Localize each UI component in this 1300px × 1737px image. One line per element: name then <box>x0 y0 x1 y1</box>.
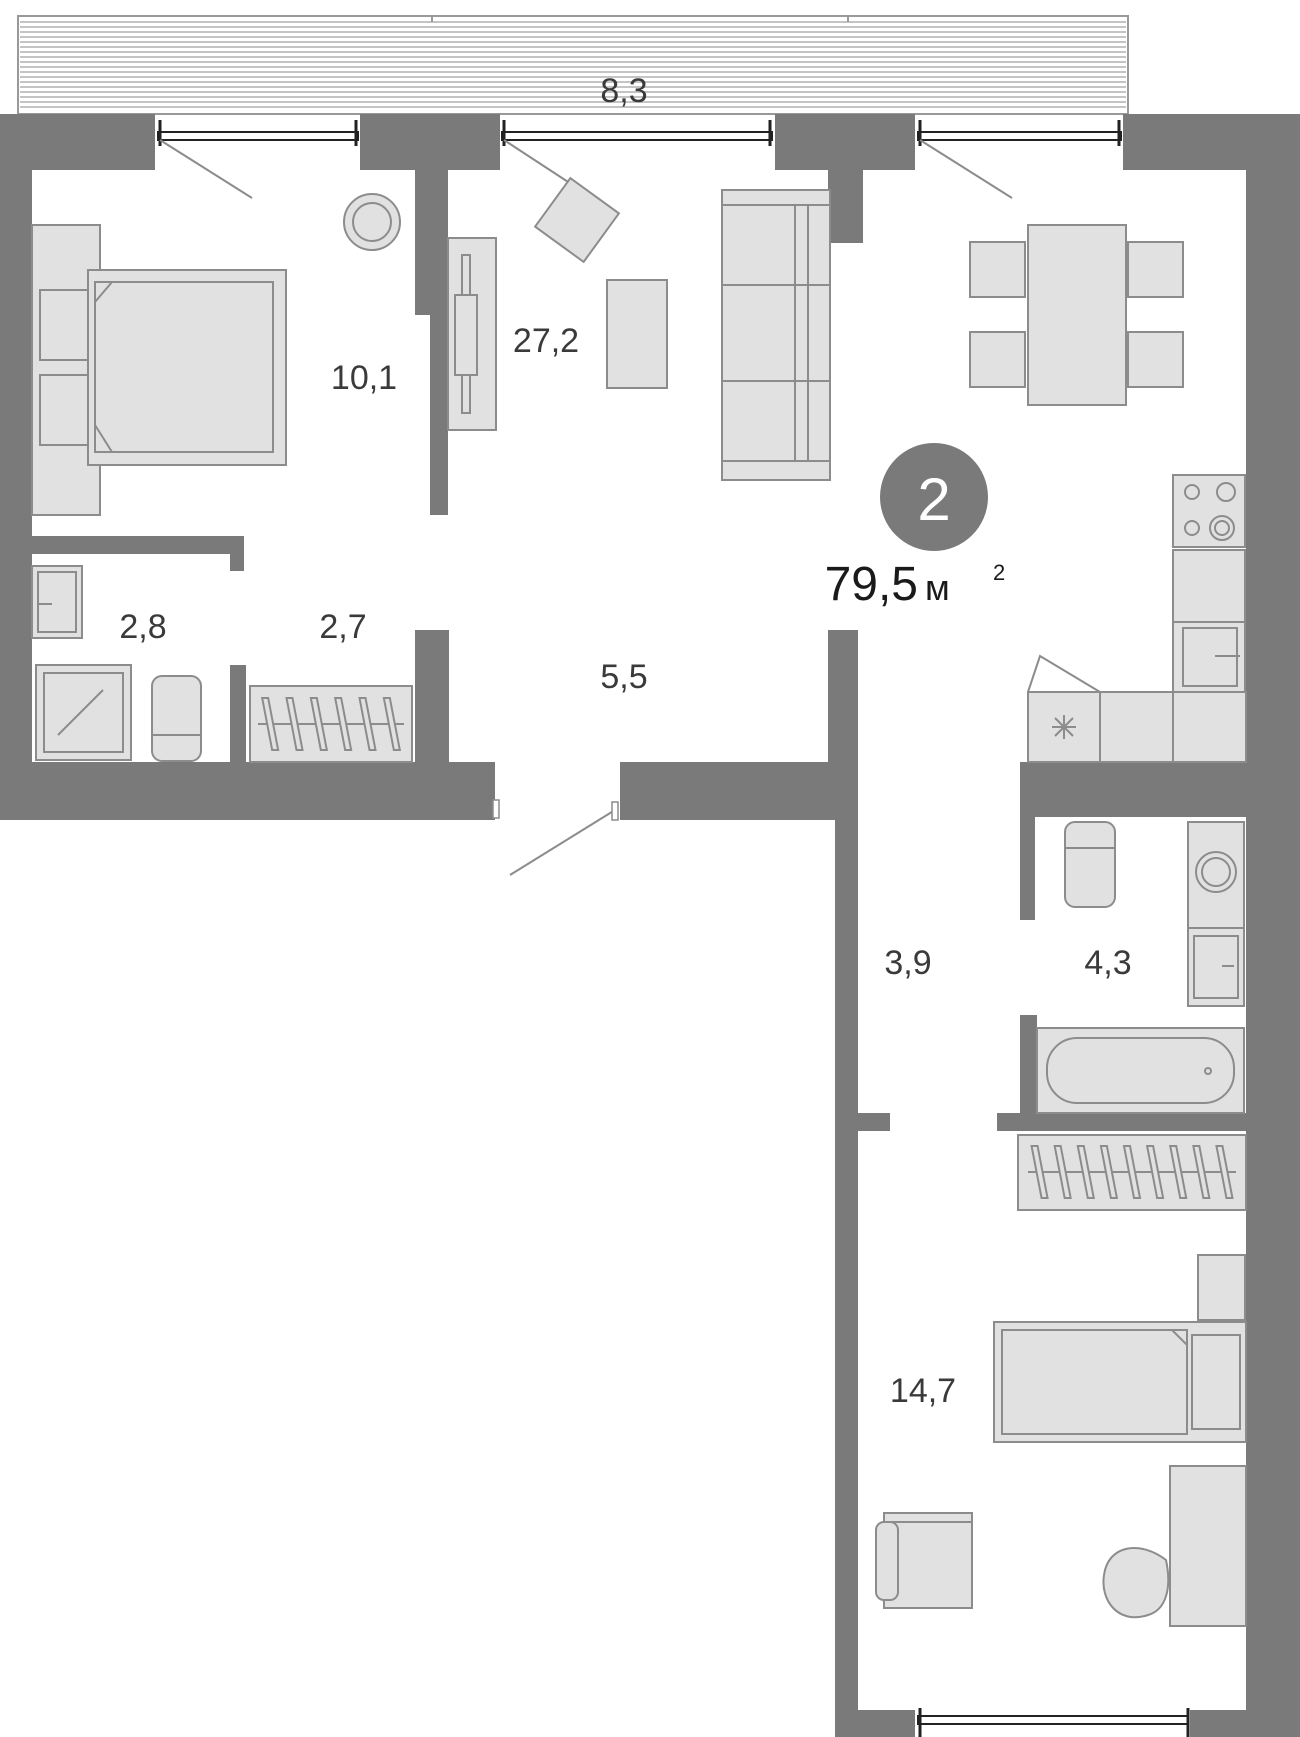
cooktop <box>1172 474 1246 548</box>
hallway-area-label: 5,5 <box>600 658 647 696</box>
hanger <box>1053 1145 1072 1199</box>
closet-small <box>249 685 413 763</box>
hanger <box>1215 1145 1234 1199</box>
bathroom-large-area-label: 4,3 <box>1084 944 1131 982</box>
kitchen <box>1027 474 1247 763</box>
balcony <box>17 15 1129 115</box>
living-furniture <box>447 176 1184 481</box>
closet-small-area-label: 2,7 <box>319 608 366 646</box>
hanger <box>1122 1145 1142 1199</box>
hanger <box>309 697 329 751</box>
total-area-unit-sup: 2 <box>993 560 1005 585</box>
rooms-badge <box>880 443 988 551</box>
hanger <box>333 697 353 751</box>
bathroom-small <box>31 565 202 762</box>
living-area-label: 27,2 <box>513 322 579 360</box>
walls <box>0 114 1300 1737</box>
bathroom-large <box>1036 821 1245 1114</box>
rooms-count: 2 <box>917 466 950 533</box>
total-area: 79,5 <box>825 558 918 611</box>
corridor-area-label: 3,9 <box>884 944 931 982</box>
hanger <box>1192 1145 1211 1199</box>
hanger <box>285 697 304 751</box>
bedroom-furniture <box>31 193 401 516</box>
bedroom-area-label: 10,1 <box>331 359 397 397</box>
hanger <box>358 697 377 751</box>
balcony-area-label: 8,3 <box>600 72 647 110</box>
hanger <box>1169 1145 1188 1199</box>
bedroom-large-area-label: 14,7 <box>890 1372 956 1410</box>
apartment-summary: 2 79,5 м 2 <box>825 443 1005 611</box>
bathroom-small-area-label: 2,8 <box>119 608 166 646</box>
hanger <box>260 697 280 751</box>
total-area-unit: м <box>925 567 950 608</box>
toilet-large <box>1064 821 1116 908</box>
closet-large <box>1017 1134 1247 1211</box>
coffee-table <box>606 279 668 389</box>
area-labels: 8,3 10,1 27,2 2,8 2,7 5,5 3,9 4,3 14,7 <box>119 72 1131 1410</box>
hanger <box>1076 1145 1095 1199</box>
toilet <box>151 675 202 762</box>
hanger <box>382 697 402 751</box>
hanger <box>1030 1145 1049 1199</box>
hanger <box>1099 1145 1119 1199</box>
desk <box>1169 1465 1247 1627</box>
bedroom-large-furniture <box>875 1254 1247 1627</box>
armchair <box>533 176 621 264</box>
dining-table <box>1027 224 1127 406</box>
nightstand <box>1197 1254 1246 1321</box>
office-chair <box>1102 1547 1170 1619</box>
entrance-door <box>492 799 619 876</box>
hanger <box>1145 1145 1165 1199</box>
